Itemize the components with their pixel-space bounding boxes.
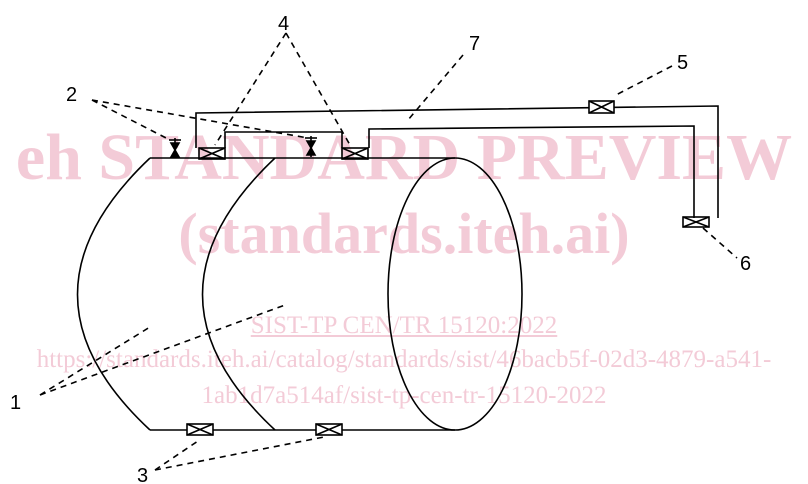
- bottom-valve-right: [315, 423, 343, 436]
- watermark-line-4: https://standards.iteh.ai/catalog/standa…: [36, 346, 772, 373]
- label-2: 2: [66, 84, 77, 106]
- tank-body: [76, 157, 523, 431]
- pipe-outlet-valve-6: [682, 216, 710, 228]
- relief-valve-right: [305, 136, 317, 157]
- label-4: 4: [278, 13, 289, 35]
- manlid-valve-right: [341, 147, 369, 160]
- tank-bulkhead-left: [76, 157, 151, 431]
- watermark-line-5: 1ab1d7a514af/sist-tp-cen-tr-15120-2022: [201, 382, 607, 409]
- label-6: 6: [740, 253, 751, 275]
- bottom-valve-left: [186, 423, 214, 436]
- watermark-line-3: SIST-TP CEN/TR 15120:2022: [250, 312, 558, 339]
- label-5: 5: [677, 52, 688, 74]
- label-1: 1: [10, 392, 21, 414]
- label-7: 7: [469, 33, 480, 55]
- vapour-pipe-inner: [368, 125, 695, 218]
- manlid-connector-pipe: [224, 131, 343, 148]
- pipe-valve-5: [588, 100, 615, 114]
- leader-lines: [39, 32, 738, 471]
- tank-bulkhead-middle: [201, 157, 276, 431]
- watermark-line-2: (standards.iteh.ai): [178, 201, 630, 266]
- relief-valve-left: [169, 138, 181, 158]
- manlid-valve-left: [198, 147, 226, 160]
- vapour-pipe-outer: [195, 105, 719, 218]
- tank-end-ellipse: [387, 157, 523, 431]
- label-3: 3: [137, 465, 148, 484]
